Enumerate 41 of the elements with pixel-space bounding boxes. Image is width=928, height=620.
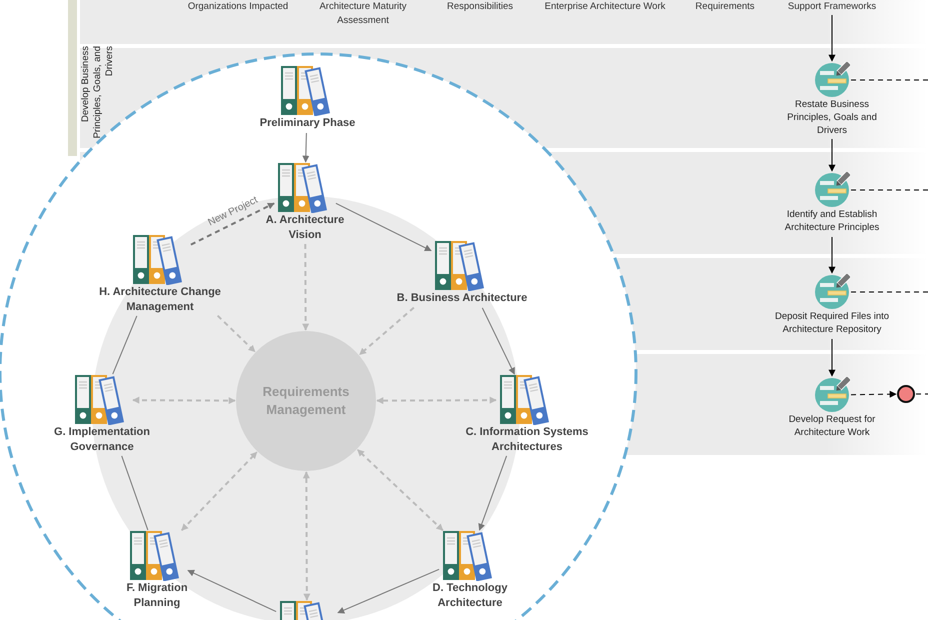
arrow [132,396,236,404]
phase-label: C. Information Systems Architectures [464,425,590,455]
arrow [216,314,256,352]
arrow [337,568,440,614]
phase-label: D. Technology Architecture [432,581,508,611]
task-label: Restate Business Principles, Goals and Drivers [786,98,878,137]
arrow [302,244,310,331]
arrow [828,236,836,274]
connector-line [112,315,138,375]
arrow [478,455,508,531]
task-label: Support Frameworks [782,0,882,14]
task-label: Develop Request for Architecture Work [788,413,876,439]
task-label: Identify and Establish Architecture Principles [784,208,880,234]
arrow [181,452,258,531]
arrow [828,14,836,62]
arrow [482,307,515,375]
phase-label: A. Architecture Vision [264,213,346,243]
connector-line [121,455,148,531]
phase-label: G. Implementation Governance [53,425,151,455]
arrow [187,570,277,612]
phase-label: F. Migration Planning [125,581,189,611]
lane-title: Develop Business Principles, Goals, and Drivers [80,46,116,140]
arrow [356,449,444,532]
task-label: Responsibilities [446,0,514,14]
phase-label: H. Architecture Change Management [98,285,222,315]
task-label: Deposit Required Files into Architecture Repository [774,310,890,336]
task-label: Enterprise Architecture Work [544,0,666,14]
task-label: Organizations Impacted [186,0,290,14]
arrow [302,132,310,163]
arrow [302,471,310,601]
arrow [376,396,497,404]
arrow [850,390,897,398]
task-label: Requirements [694,0,756,14]
task-label: Architecture Maturity Assessment [318,0,408,28]
arrow [828,138,836,172]
phase-label: Preliminary Phase [260,116,356,131]
arrow [335,202,432,252]
phase-label: B. Business Architecture [396,291,528,306]
arrow [828,338,836,377]
arrow [190,202,275,246]
arrow [359,306,415,356]
